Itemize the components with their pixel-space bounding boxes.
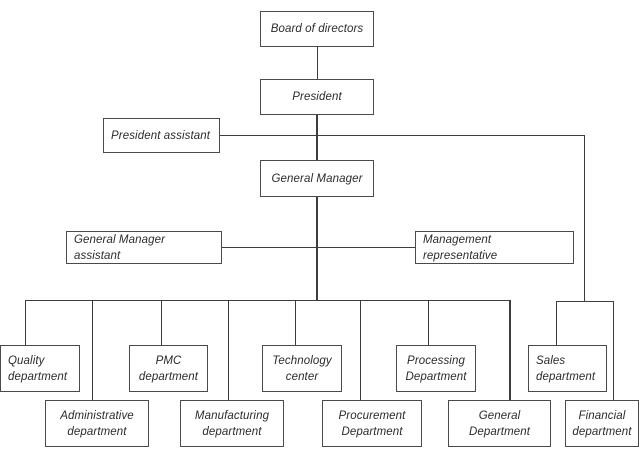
node-label-board: Board of directors <box>270 23 364 35</box>
connector-drop-procurement <box>360 300 361 400</box>
node-label-admin: Administrative department <box>60 409 134 438</box>
node-sales[interactable]: Sales department <box>528 345 607 392</box>
node-label-gm_asst: General Manager assistant <box>74 233 165 262</box>
connector-president-to-gm <box>316 115 318 160</box>
node-label-manufact: Manufacturing department <box>194 409 270 438</box>
node-label-president: President <box>292 91 342 103</box>
connector-drop-administrative <box>92 300 93 400</box>
connector-drop-financial <box>613 301 614 400</box>
node-mgmt_rep[interactable]: Management representative <box>415 231 574 264</box>
connector-drop-manufacturing <box>228 300 229 400</box>
node-tech[interactable]: Technology center <box>262 345 342 392</box>
node-label-general: General Department <box>468 409 531 438</box>
node-label-tech: Technology center <box>272 354 332 383</box>
node-manufact[interactable]: Manufacturing department <box>180 400 284 447</box>
node-gm[interactable]: General Manager <box>260 160 374 197</box>
connector-drop-processing <box>428 300 429 345</box>
connector-drop-pmc <box>161 300 162 345</box>
node-quality[interactable]: Quality department <box>0 345 80 392</box>
node-label-mgmt_rep: Management representative <box>423 233 498 262</box>
connector-right-bus-horizontal <box>556 301 614 302</box>
connector-pres-asst-to-right-bus <box>220 135 585 136</box>
node-label-gm: General Manager <box>271 172 363 185</box>
node-board[interactable]: Board of directors <box>260 11 374 47</box>
node-procure[interactable]: Procurement Department <box>322 400 422 447</box>
connector-drop-sales <box>556 301 557 345</box>
node-processing[interactable]: Processing Department <box>396 345 476 392</box>
node-label-pmc: PMC department <box>138 354 199 383</box>
node-financial[interactable]: Financial department <box>565 400 639 447</box>
node-label-processing: Processing Department <box>405 354 467 383</box>
node-label-sales: Sales department <box>536 354 596 383</box>
node-general[interactable]: General Department <box>448 400 551 447</box>
connector-drop-general <box>509 300 511 400</box>
node-pres_asst[interactable]: President assistant <box>103 118 220 153</box>
connector-board-to-president <box>317 47 318 79</box>
node-gm_asst[interactable]: General Manager assistant <box>66 231 222 264</box>
connector-gm-asst-to-mgmt-rep <box>222 247 415 248</box>
node-label-quality: Quality department <box>8 354 68 383</box>
node-label-financial: Financial department <box>572 409 632 438</box>
connector-main-bus-horizontal <box>25 300 510 301</box>
node-label-procure: Procurement Department <box>338 409 406 438</box>
connector-gm-to-main-bus <box>316 197 318 301</box>
connector-right-bus-vertical <box>584 135 585 301</box>
node-president[interactable]: President <box>260 79 374 115</box>
node-admin[interactable]: Administrative department <box>45 400 149 447</box>
connector-drop-technology <box>295 300 296 345</box>
node-label-pres_asst: President assistant <box>111 129 211 142</box>
connector-drop-quality <box>25 300 26 345</box>
node-pmc[interactable]: PMC department <box>129 345 208 392</box>
